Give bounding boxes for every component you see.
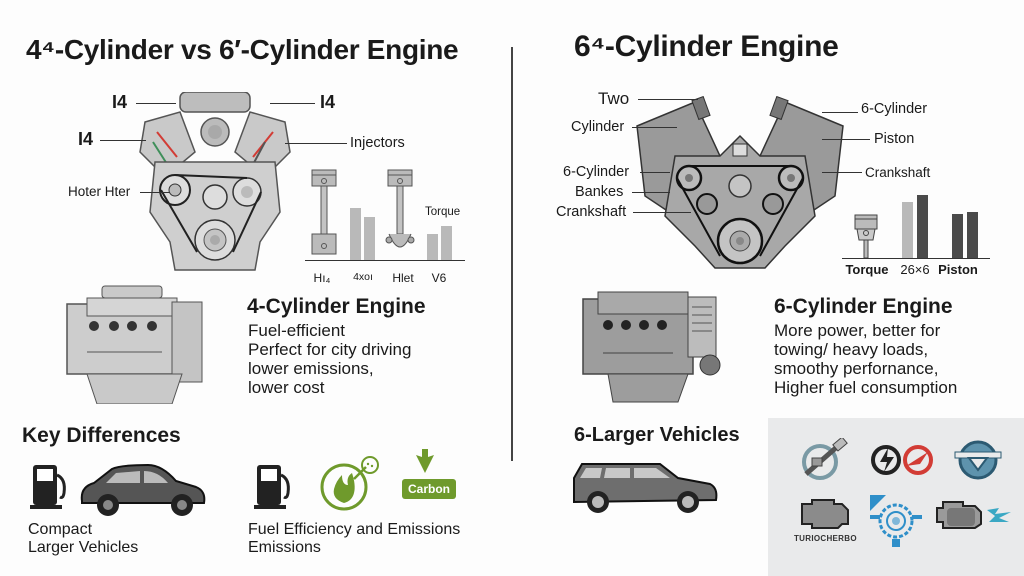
tick-label: Piston <box>938 262 978 277</box>
bar <box>917 195 928 258</box>
emissions-flame-icon <box>320 456 379 511</box>
piston-icon <box>311 169 337 255</box>
fuel-pump-icon-2 <box>254 465 290 509</box>
turbocharger-icon <box>870 495 922 547</box>
bar <box>350 208 361 260</box>
tool-gear-icon <box>802 438 848 480</box>
label-i4-top-right: I4 <box>320 92 336 112</box>
larger-vehicles-heading: 6-Larger Vehicles <box>574 424 740 446</box>
inline-6-engine-icon <box>582 291 721 403</box>
electric-vs-fuel-icon <box>871 445 933 475</box>
chart-axis <box>842 258 990 259</box>
tick-label: Torque <box>845 262 889 277</box>
key-differences-heading: Key Differences <box>22 424 181 447</box>
carbon-badge: Carbon <box>402 479 456 499</box>
desc-line: Fuel-efficient <box>248 321 346 340</box>
tick-label: 4xoı <box>353 271 373 283</box>
label-two: Two <box>598 89 630 108</box>
label-6-cylinder-left: 6-Cylinder <box>563 164 630 180</box>
compact-car-icon <box>80 463 206 516</box>
desc-line: lower cost <box>248 378 325 397</box>
bar <box>441 226 452 260</box>
shield-v-icon <box>954 440 1002 480</box>
left-title: 4⁴-Cylinder vs 6′-Cylinder Engine <box>26 34 459 65</box>
bar <box>364 217 375 260</box>
bar <box>952 214 963 258</box>
suv-icon <box>573 463 718 513</box>
engine-card-desc-4cyl: Fuel-efficient Perfect for city driving … <box>248 321 411 397</box>
tick-label: Hlet <box>392 271 414 285</box>
bar <box>427 234 438 260</box>
label-heater: Hoter Hter <box>68 184 131 199</box>
fuel-pump-icon <box>30 465 66 509</box>
caption-line: Larger Vehicles <box>28 539 139 556</box>
desc-line: More power, better for <box>774 321 941 340</box>
label-torque: Torque <box>425 206 461 218</box>
section-divider <box>511 47 513 461</box>
caption-line: Fuel Efficiency and Emissions <box>248 521 461 538</box>
desc-line: towing/ heavy loads, <box>774 340 929 359</box>
engine-outline-icon <box>801 499 849 529</box>
bar <box>967 212 978 258</box>
inline-4-engine-icon <box>66 285 203 404</box>
desc-line: Higher fuel consumption <box>774 378 958 397</box>
bar <box>902 202 913 258</box>
tick-label: 26×6 <box>900 262 930 277</box>
desc-line: Perfect for city driving <box>248 340 412 359</box>
desc-line: smoothy perfornance, <box>774 359 939 378</box>
label-piston: Piston <box>874 131 915 147</box>
turbocharger-caption: TURIOCHERBO <box>794 534 857 543</box>
label-6-cylinder-right: 6-Cylinder <box>861 101 928 117</box>
engine-card-desc-6cyl: More power, better for towing/ heavy loa… <box>774 321 957 397</box>
v6-engine-diagram-icon <box>636 96 844 269</box>
label-cylinder: Cylinder <box>571 119 625 135</box>
label-crankshaft-left: Crankshaft <box>556 204 627 220</box>
label-i4-left: I4 <box>78 129 94 149</box>
leaf-arrow-down-icon <box>416 449 434 473</box>
engine-airflow-icon <box>936 501 1011 529</box>
desc-line: lower emissions, <box>248 359 374 378</box>
label-injectors: Injectors <box>350 135 405 151</box>
icon-panel: TURIOCHERBO <box>768 418 1024 576</box>
engine-card-heading-4cyl: 4-Cylinder Engine <box>247 295 426 318</box>
tick-label: Hı₄ <box>313 271 331 285</box>
label-crankshaft-right: Crankshaft <box>865 165 931 180</box>
right-title: 6⁴-Cylinder Engine <box>574 30 839 63</box>
vehicle-caption: Compact Larger Vehicles <box>28 521 138 557</box>
tick-label: V6 <box>431 271 447 285</box>
right-mini-chart <box>840 190 990 258</box>
v-engine-diagram-icon <box>139 92 291 271</box>
caption-line: Compact <box>28 521 93 538</box>
piston-icon-right <box>854 214 878 258</box>
label-bankes: Bankes <box>575 184 624 200</box>
label-i4-top-left: I4 <box>112 92 128 112</box>
connecting-rod-icon <box>385 169 415 248</box>
left-mini-chart: Torque <box>305 168 465 264</box>
caption-line: Emissions <box>248 539 321 556</box>
efficiency-caption: Fuel Efficiency and Emissions Emissions <box>248 521 460 557</box>
engine-card-heading-6cyl: 6-Cylinder Engine <box>774 295 953 318</box>
